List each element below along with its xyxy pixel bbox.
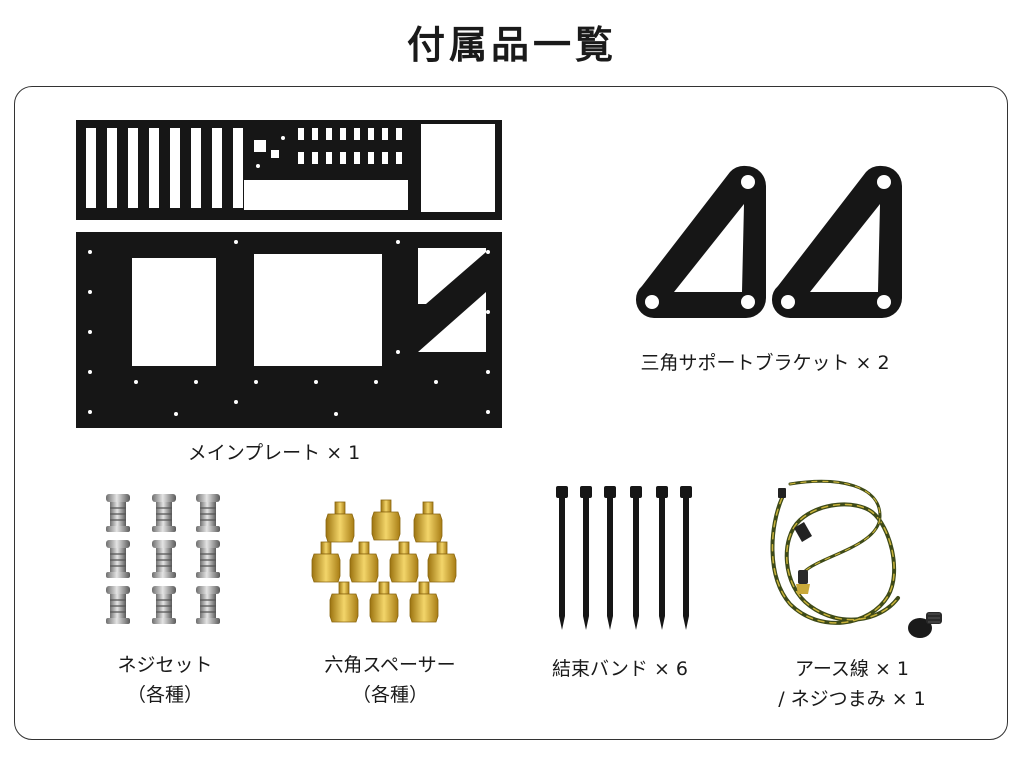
main-plate — [76, 232, 502, 428]
hex-spacer-label-line2: （各種） — [351, 684, 428, 706]
page-title: 付属品一覧 — [406, 23, 617, 67]
ground-wire-label: アース線 × 1 / ネジつまみ × 1 — [752, 654, 952, 714]
ground-wire-label-line1: アース線 × 1 — [795, 658, 909, 680]
ground-wire-label-line2: / ネジつまみ × 1 — [778, 688, 926, 710]
main-plate-top-strip — [76, 120, 502, 220]
hex-spacer-set — [310, 496, 470, 630]
main-plate-label: メインプレート × 1 — [187, 442, 361, 464]
hex-spacer-label-line1: 六角スペーサー — [324, 654, 456, 676]
support-bracket-label: 三角サポートブラケット × 2 — [640, 352, 890, 374]
screw-set — [100, 490, 230, 626]
ground-wire — [760, 476, 960, 646]
thumb-screw — [906, 606, 946, 642]
accessories-panel — [14, 86, 1008, 740]
screw-set-label: ネジセット （各種） — [80, 650, 250, 710]
screw-set-label-line2: （各種） — [126, 684, 203, 706]
cable-tie-set — [552, 486, 702, 636]
hex-spacer-label: 六角スペーサー （各種） — [300, 650, 480, 710]
cable-tie-label: 結束バンド × 6 — [551, 658, 689, 680]
support-bracket-left — [634, 160, 772, 320]
screw-set-label-line1: ネジセット — [117, 654, 213, 676]
support-bracket-right — [770, 160, 908, 320]
